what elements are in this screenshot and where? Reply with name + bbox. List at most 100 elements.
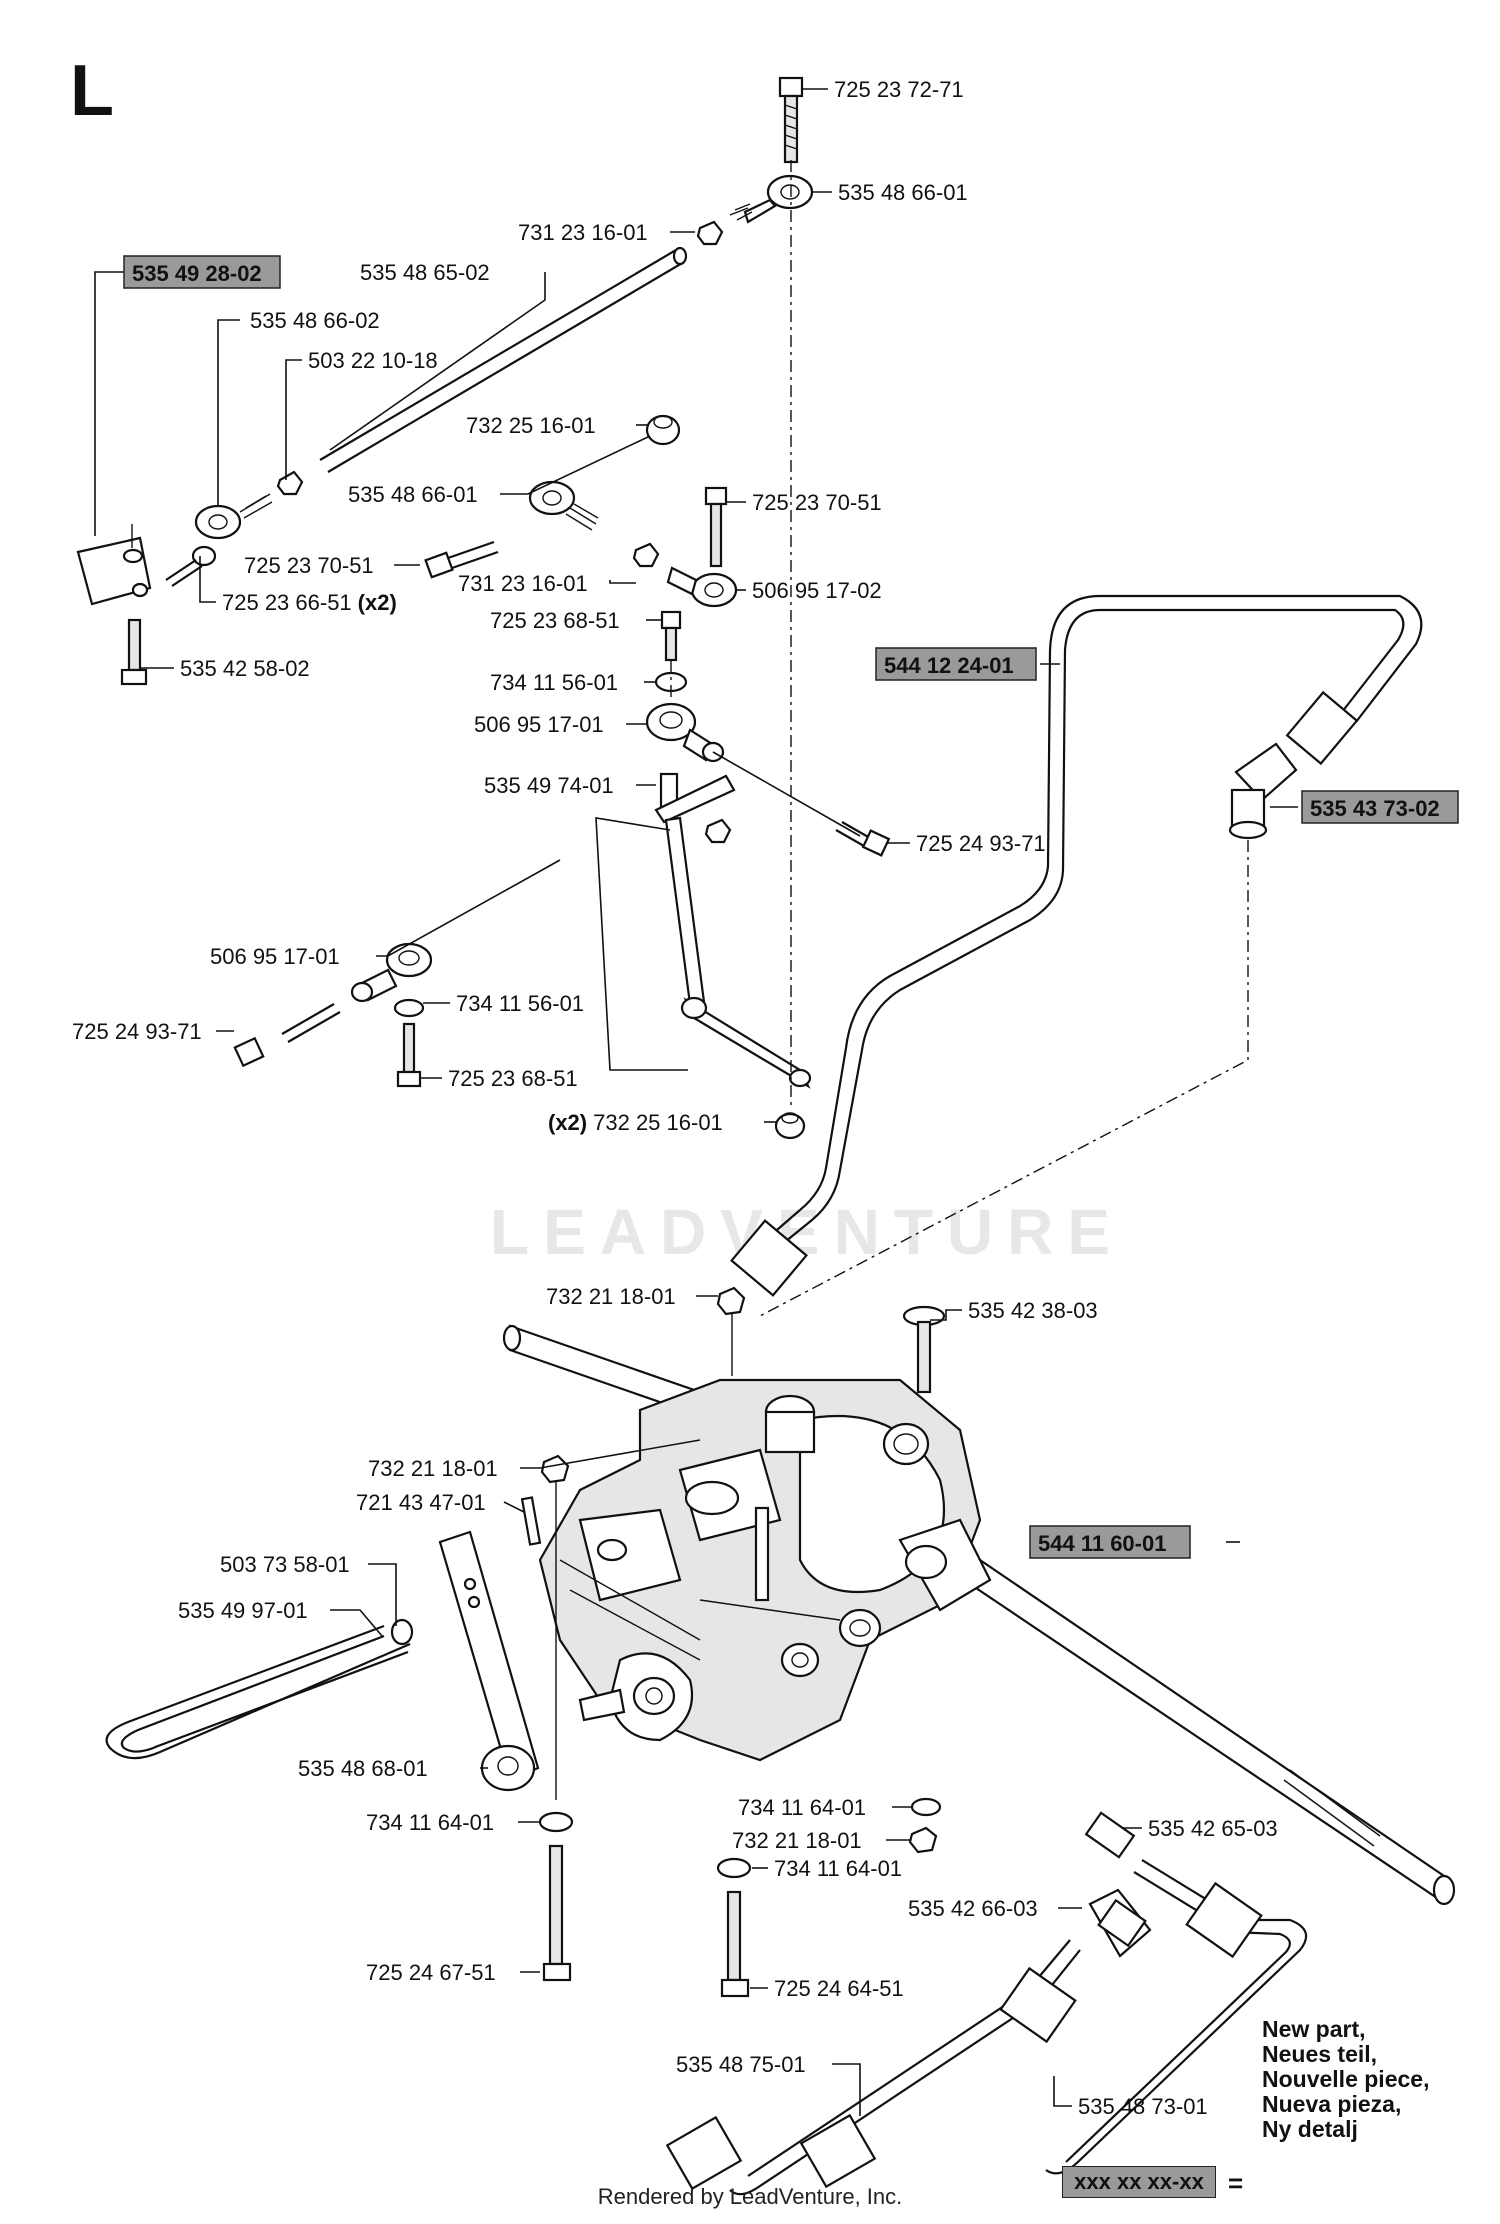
callout-535-42-65-03[interactable]: 535 42 65-03 bbox=[1148, 1816, 1278, 1841]
leader-lines bbox=[94, 88, 1298, 2116]
legend-equals: = bbox=[1228, 2168, 1244, 2198]
callout-535-48-66-01-mid[interactable]: 535 48 66-01 bbox=[348, 482, 478, 507]
callout-535-48-66-02[interactable]: 535 48 66-02 bbox=[250, 308, 380, 333]
svg-text:544 12 24-01: 544 12 24-01 bbox=[884, 653, 1014, 678]
spring-pin bbox=[520, 1496, 542, 1546]
rod-end-top bbox=[729, 174, 814, 224]
callout-535-42-58-02[interactable]: 535 42 58-02 bbox=[180, 656, 310, 681]
long-bolt-center bbox=[716, 1797, 942, 1998]
callout-731-23-16-01-mid[interactable]: 731 23 16-01 bbox=[458, 571, 588, 596]
callout-732-25-16-01-top[interactable]: 732 25 16-01 bbox=[466, 413, 596, 438]
svg-text:535 43 73-02: 535 43 73-02 bbox=[1310, 796, 1440, 821]
legend-line-2: Neues teil, bbox=[1262, 2041, 1378, 2067]
clip bbox=[390, 1618, 414, 1646]
rod-end-middle bbox=[528, 480, 599, 531]
arm-bolt-right bbox=[835, 821, 891, 857]
callout-725-24-93-71-right[interactable]: 725 24 93-71 bbox=[916, 831, 1046, 856]
callout-503-73-58-01[interactable]: 503 73 58-01 bbox=[220, 1552, 350, 1577]
legend-line-1: New part, bbox=[1262, 2016, 1366, 2042]
nut-left bbox=[540, 1454, 570, 1484]
transaxle-assembly bbox=[502, 1286, 1456, 1906]
callout-535-48-75-01[interactable]: 535 48 75-01 bbox=[676, 2052, 806, 2077]
new-part-legend: New part, Neues teil, Nouvelle piece, Nu… bbox=[1262, 2017, 1492, 2142]
callout-725-23-70-51-left[interactable]: 725 23 70-51 bbox=[244, 553, 374, 578]
legend-line-4: Nueva pieza, bbox=[1262, 2091, 1402, 2117]
new-part-tags: 535 49 28-02 544 12 24-01 535 43 73-02 5… bbox=[123, 255, 1459, 1559]
callout-725-23-68-51-top[interactable]: 725 23 68-51 bbox=[490, 608, 620, 633]
svg-text:544 11 60-01: 544 11 60-01 bbox=[1038, 1531, 1166, 1556]
bypass-rod bbox=[105, 1624, 411, 1760]
tag-535-43-73-02[interactable]: 535 43 73-02 bbox=[1301, 790, 1459, 824]
shift-arm bbox=[654, 772, 812, 1089]
long-bolt-left bbox=[538, 1811, 574, 1982]
rod-end-left bbox=[194, 493, 273, 540]
callout-725-24-64-51[interactable]: 725 24 64-51 bbox=[774, 1976, 904, 2001]
legend-line-3: Nouvelle piece, bbox=[1262, 2066, 1430, 2092]
tag-544-12-24-01[interactable]: 544 12 24-01 bbox=[875, 647, 1037, 681]
callout-535-49-97-01[interactable]: 535 49 97-01 bbox=[178, 1598, 308, 1623]
bracket-bolt bbox=[165, 545, 217, 587]
ball-joint-lower bbox=[350, 942, 433, 1003]
ball-joint-middle bbox=[645, 702, 725, 763]
arm-bolt-upper bbox=[660, 610, 682, 662]
callout-732-21-18-01-center[interactable]: 732 21 18-01 bbox=[732, 1828, 862, 1853]
washer-lower bbox=[393, 998, 425, 1018]
callout-535-48-73-01[interactable]: 535 48 73-01 bbox=[1078, 2094, 1208, 2119]
jam-nut-top bbox=[696, 220, 724, 246]
elbow-fitting-upper bbox=[1228, 742, 1298, 840]
top-bolt bbox=[778, 76, 804, 164]
callout-734-11-56-01-lower[interactable]: 734 11 56-01 bbox=[456, 991, 584, 1016]
callout-725-23-70-51-right[interactable]: 725 23 70-51 bbox=[752, 490, 882, 515]
part-labels: 725 23 72-71 535 48 66-01 731 23 16-01 5… bbox=[72, 77, 1278, 2119]
middle-bolt-left bbox=[424, 540, 499, 579]
callout-535-49-74-01[interactable]: 535 49 74-01 bbox=[484, 773, 614, 798]
lower-fittings bbox=[665, 1811, 1308, 2196]
callout-732-21-18-01-left[interactable]: 732 21 18-01 bbox=[368, 1456, 498, 1481]
callout-734-11-56-01-top[interactable]: 734 11 56-01 bbox=[490, 670, 618, 695]
callout-725-23-66-51[interactable]: 725 23 66-51(x2) bbox=[222, 590, 397, 615]
callout-506-95-17-01-lower[interactable]: 506 95 17-01 bbox=[210, 944, 340, 969]
callout-734-11-64-01-lower[interactable]: 734 11 64-01 bbox=[774, 1856, 902, 1881]
middle-bolt-vertical bbox=[704, 486, 728, 568]
bypass-lever bbox=[438, 1530, 540, 1792]
callout-731-23-16-01-top[interactable]: 731 23 16-01 bbox=[518, 220, 648, 245]
callout-506-95-17-02[interactable]: 506 95 17-02 bbox=[752, 578, 882, 603]
linkage-parts bbox=[76, 76, 891, 1140]
jam-nut-middle bbox=[632, 542, 660, 568]
callout-732-21-18-01-top[interactable]: 732 21 18-01 bbox=[546, 1284, 676, 1309]
ball-joint-upper bbox=[666, 566, 738, 608]
footer-credit: Rendered by LeadVenture, Inc. bbox=[597, 2184, 903, 2209]
lock-nut-upper bbox=[645, 414, 681, 446]
callout-734-11-64-01-center[interactable]: 734 11 64-01 bbox=[738, 1795, 866, 1820]
tag-544-11-60-01[interactable]: 544 11 60-01 bbox=[1029, 1525, 1191, 1559]
lower-bolt-vertical bbox=[396, 1022, 422, 1088]
hydraulic-tube-upper bbox=[730, 594, 1423, 1297]
callout-734-11-64-01-left[interactable]: 734 11 64-01 bbox=[366, 1810, 494, 1835]
legend-line-5: Ny detalj bbox=[1262, 2116, 1358, 2142]
lower-bolt-left bbox=[233, 1003, 341, 1068]
callout-725-23-68-51-lower[interactable]: 725 23 68-51 bbox=[448, 1066, 578, 1091]
callout-535-48-68-01[interactable]: 535 48 68-01 bbox=[298, 1756, 428, 1781]
callout-535-42-38-03[interactable]: 535 42 38-03 bbox=[968, 1298, 1098, 1323]
jam-nut-left bbox=[276, 470, 304, 496]
callout-721-43-47-01[interactable]: 721 43 47-01 bbox=[356, 1490, 486, 1515]
long-rod bbox=[319, 246, 688, 473]
callout-535-48-66-01-top[interactable]: 535 48 66-01 bbox=[838, 180, 968, 205]
tag-535-49-28-02[interactable]: 535 49 28-02 bbox=[123, 255, 281, 289]
callout-535-48-65-02[interactable]: 535 48 65-02 bbox=[360, 260, 490, 285]
callout-725-24-93-71-left[interactable]: 725 24 93-71 bbox=[72, 1019, 202, 1044]
callout-535-42-66-03[interactable]: 535 42 66-03 bbox=[908, 1896, 1038, 1921]
section-letter: L bbox=[70, 51, 114, 131]
svg-text:535 49 28-02: 535 49 28-02 bbox=[132, 261, 262, 286]
legend-sample-tag: xxx xx xx-xx bbox=[1062, 2166, 1216, 2198]
callout-506-95-17-01-top[interactable]: 506 95 17-01 bbox=[474, 712, 604, 737]
mount-bracket bbox=[76, 524, 152, 606]
callout-503-22-10-18[interactable]: 503 22 10-18 bbox=[308, 348, 438, 373]
lock-nut-lower bbox=[774, 1112, 806, 1140]
bracket-lower-bolt bbox=[120, 618, 148, 686]
callout-725-23-72-71[interactable]: 725 23 72-71 bbox=[834, 77, 964, 102]
callout-732-25-16-01-bottom[interactable]: (x2)732 25 16-01 bbox=[548, 1110, 723, 1135]
callout-725-24-67-51[interactable]: 725 24 67-51 bbox=[366, 1960, 496, 1985]
